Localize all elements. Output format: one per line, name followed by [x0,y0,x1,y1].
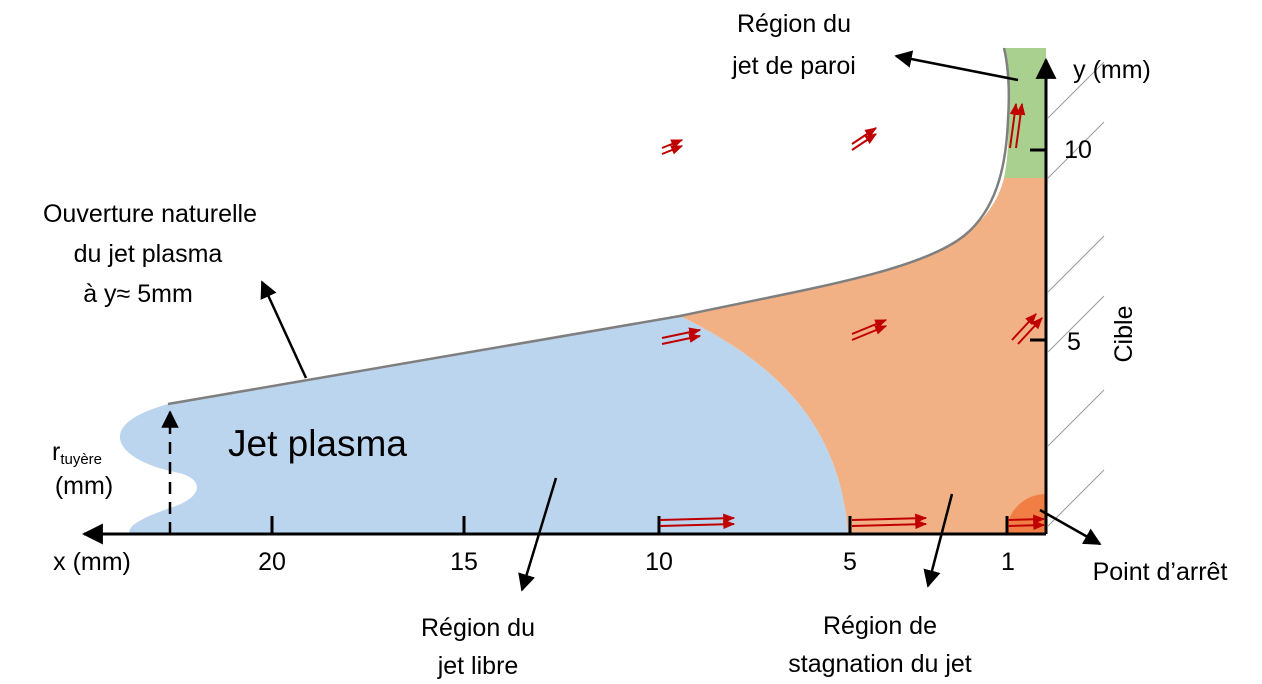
free-jet-region-label: jet libre [437,652,519,680]
velocity-arrow [659,513,736,524]
velocity-arrow [661,139,684,149]
velocity-arrow [661,327,702,339]
nozzle-radius-unit: (mm) [55,472,113,500]
y-axis-label: y (mm) [1073,56,1151,84]
velocity-arrows [659,102,1046,531]
velocity-arrow [661,333,702,345]
velocity-arrow [1017,317,1043,345]
stagnation-point-label: Point d’arrêt [1093,558,1228,586]
natural-opening-line: du jet plasma [74,240,223,268]
velocity-arrow [1007,514,1046,525]
y-tick-label: 5 [1067,328,1081,356]
x-axis-ticks [270,516,1009,534]
free-jet-pointer [518,477,558,592]
wall-jet-region-label: jet de paroi [731,52,856,80]
x-tick-label: 15 [450,548,478,576]
velocity-arrow [1015,102,1026,149]
y-axis-ticks [1030,148,1046,342]
wall-jet-region-label: Région du [737,10,851,38]
velocity-arrow [1009,102,1020,149]
x-axis-label: x (mm) [53,548,131,576]
target-label: Cible [1110,306,1138,363]
stagnation-point-pointer [1039,508,1102,546]
stagnation-region-label: stagnation du jet [788,650,972,678]
velocity-arrow [659,519,736,530]
target-hatching [1047,61,1105,527]
natural-opening-line: Ouverture naturelle [43,200,257,228]
wall-jet-pointer [894,50,1019,82]
velocity-arrow [851,519,928,530]
free-jet-region [119,316,848,534]
velocity-arrow [661,145,684,155]
velocity-arrow [1007,520,1046,531]
free-jet-region-label: Région du [421,614,535,642]
x-tick-label: 10 [645,548,673,576]
velocity-arrow [851,325,888,341]
velocity-arrow [851,133,877,151]
nozzle-radius-label: rtuyère [52,438,102,468]
stagnation-region [680,178,1046,534]
jet-plasma-label: Jet plasma [228,423,407,464]
velocity-arrow [851,319,888,335]
x-tick-label: 5 [843,548,857,576]
wall-jet-region [1004,48,1046,178]
x-tick-label: 1 [1001,548,1015,576]
velocity-arrow [851,513,928,524]
jet-boundary-line [167,47,1011,406]
stagnation-region-pointer [923,493,954,588]
annotation-arrows [260,50,1102,592]
velocity-arrow [851,127,877,145]
natural-opening-pointer [260,280,308,379]
x-tick-label: 20 [258,548,286,576]
natural-opening-line: à y≈ 5mm [83,280,193,308]
stagnation-region-label: Région de [823,612,937,640]
y-tick-label: 10 [1064,136,1092,164]
